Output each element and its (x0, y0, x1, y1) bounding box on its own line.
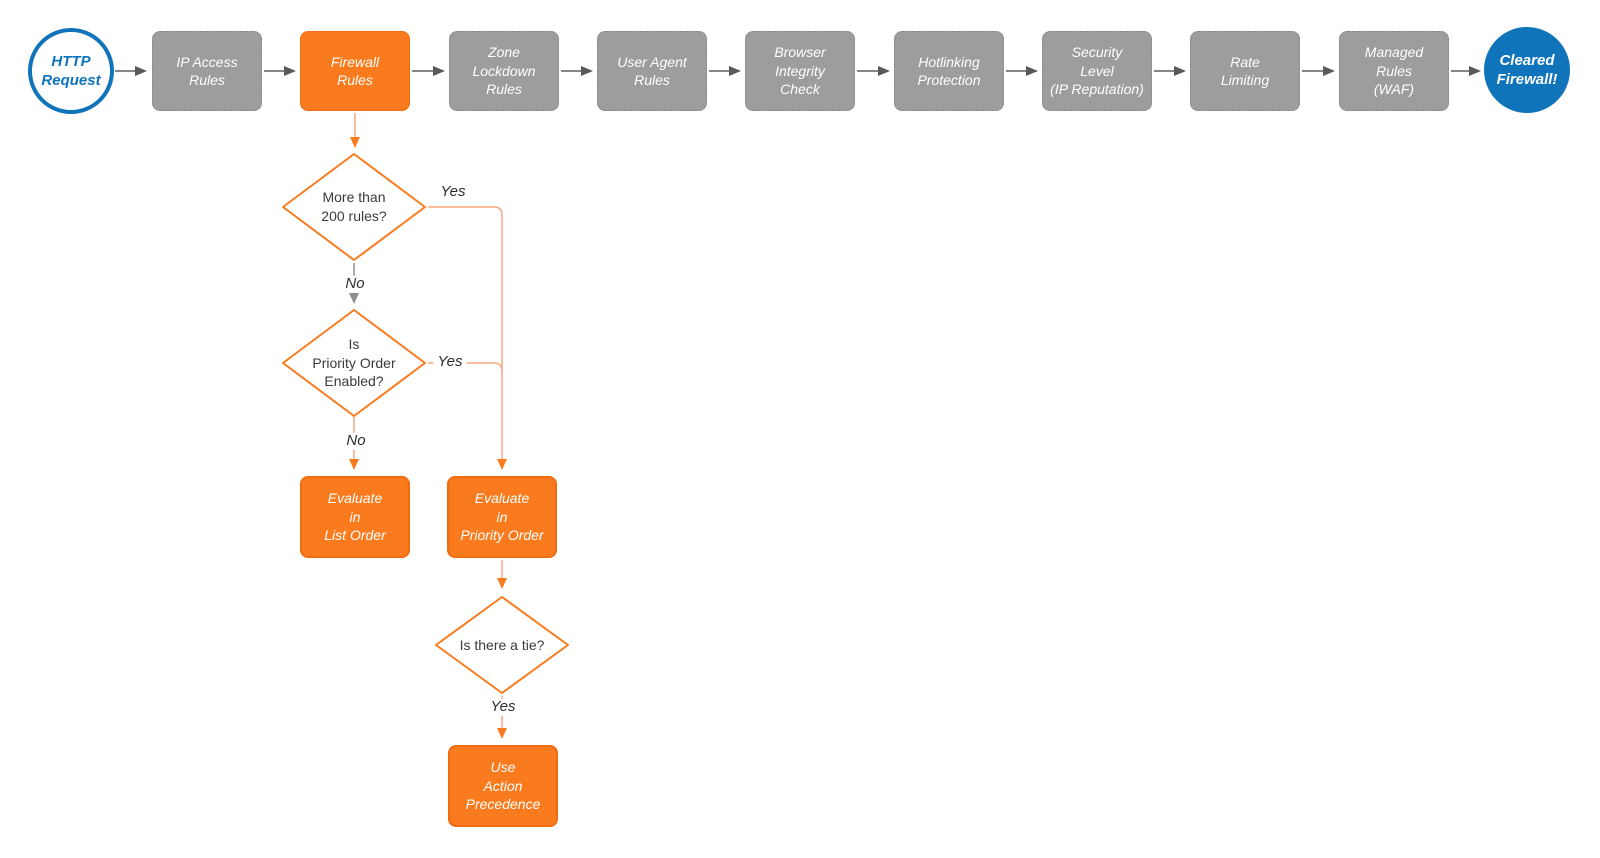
decision-is-there-a-tie: Is there a tie? (434, 595, 570, 695)
node-ip-access-rules: IP Access Rules (152, 31, 262, 111)
edge-label-yes-tie: Yes (486, 698, 520, 716)
node-use-action-precedence: Use Action Precedence (448, 745, 558, 827)
diamond-shape (435, 596, 569, 694)
node-browser-integrity-check: Browser Integrity Check (745, 31, 855, 111)
edge-label-yes-priority: Yes (433, 353, 467, 371)
decision-label: Is there a tie? (459, 636, 545, 653)
node-http-request: HTTP Request (28, 28, 114, 114)
decision-label: More than 200 rules? (321, 189, 387, 224)
diamond-shape (282, 153, 426, 261)
node-security-level: Security Level (IP Reputation) (1042, 31, 1152, 111)
decision-more-than-200-rules: More than 200 rules? (281, 152, 427, 262)
node-managed-rules-waf: Managed Rules (WAF) (1339, 31, 1449, 111)
node-cleared-firewall: Cleared Firewall! (1484, 27, 1570, 113)
node-hotlinking-protection: Hotlinking Protection (894, 31, 1004, 111)
edge-label-yes-200: Yes (436, 183, 470, 201)
node-user-agent-rules: User Agent Rules (597, 31, 707, 111)
edge-label-no-200: No (341, 275, 369, 293)
node-rate-limiting: Rate Limiting (1190, 31, 1300, 111)
decision-label: Is Priority Order Enabled? (312, 335, 396, 390)
edge-label-no-priority: No (342, 432, 370, 450)
decision-priority-order-enabled: Is Priority Order Enabled? (281, 308, 427, 418)
node-zone-lockdown-rules: Zone Lockdown Rules (449, 31, 559, 111)
diamond-shape (282, 309, 426, 417)
node-evaluate-in-priority-order: Evaluate in Priority Order (447, 476, 557, 558)
node-firewall-rules: Firewall Rules (300, 31, 410, 111)
node-evaluate-in-list-order: Evaluate in List Order (300, 476, 410, 558)
